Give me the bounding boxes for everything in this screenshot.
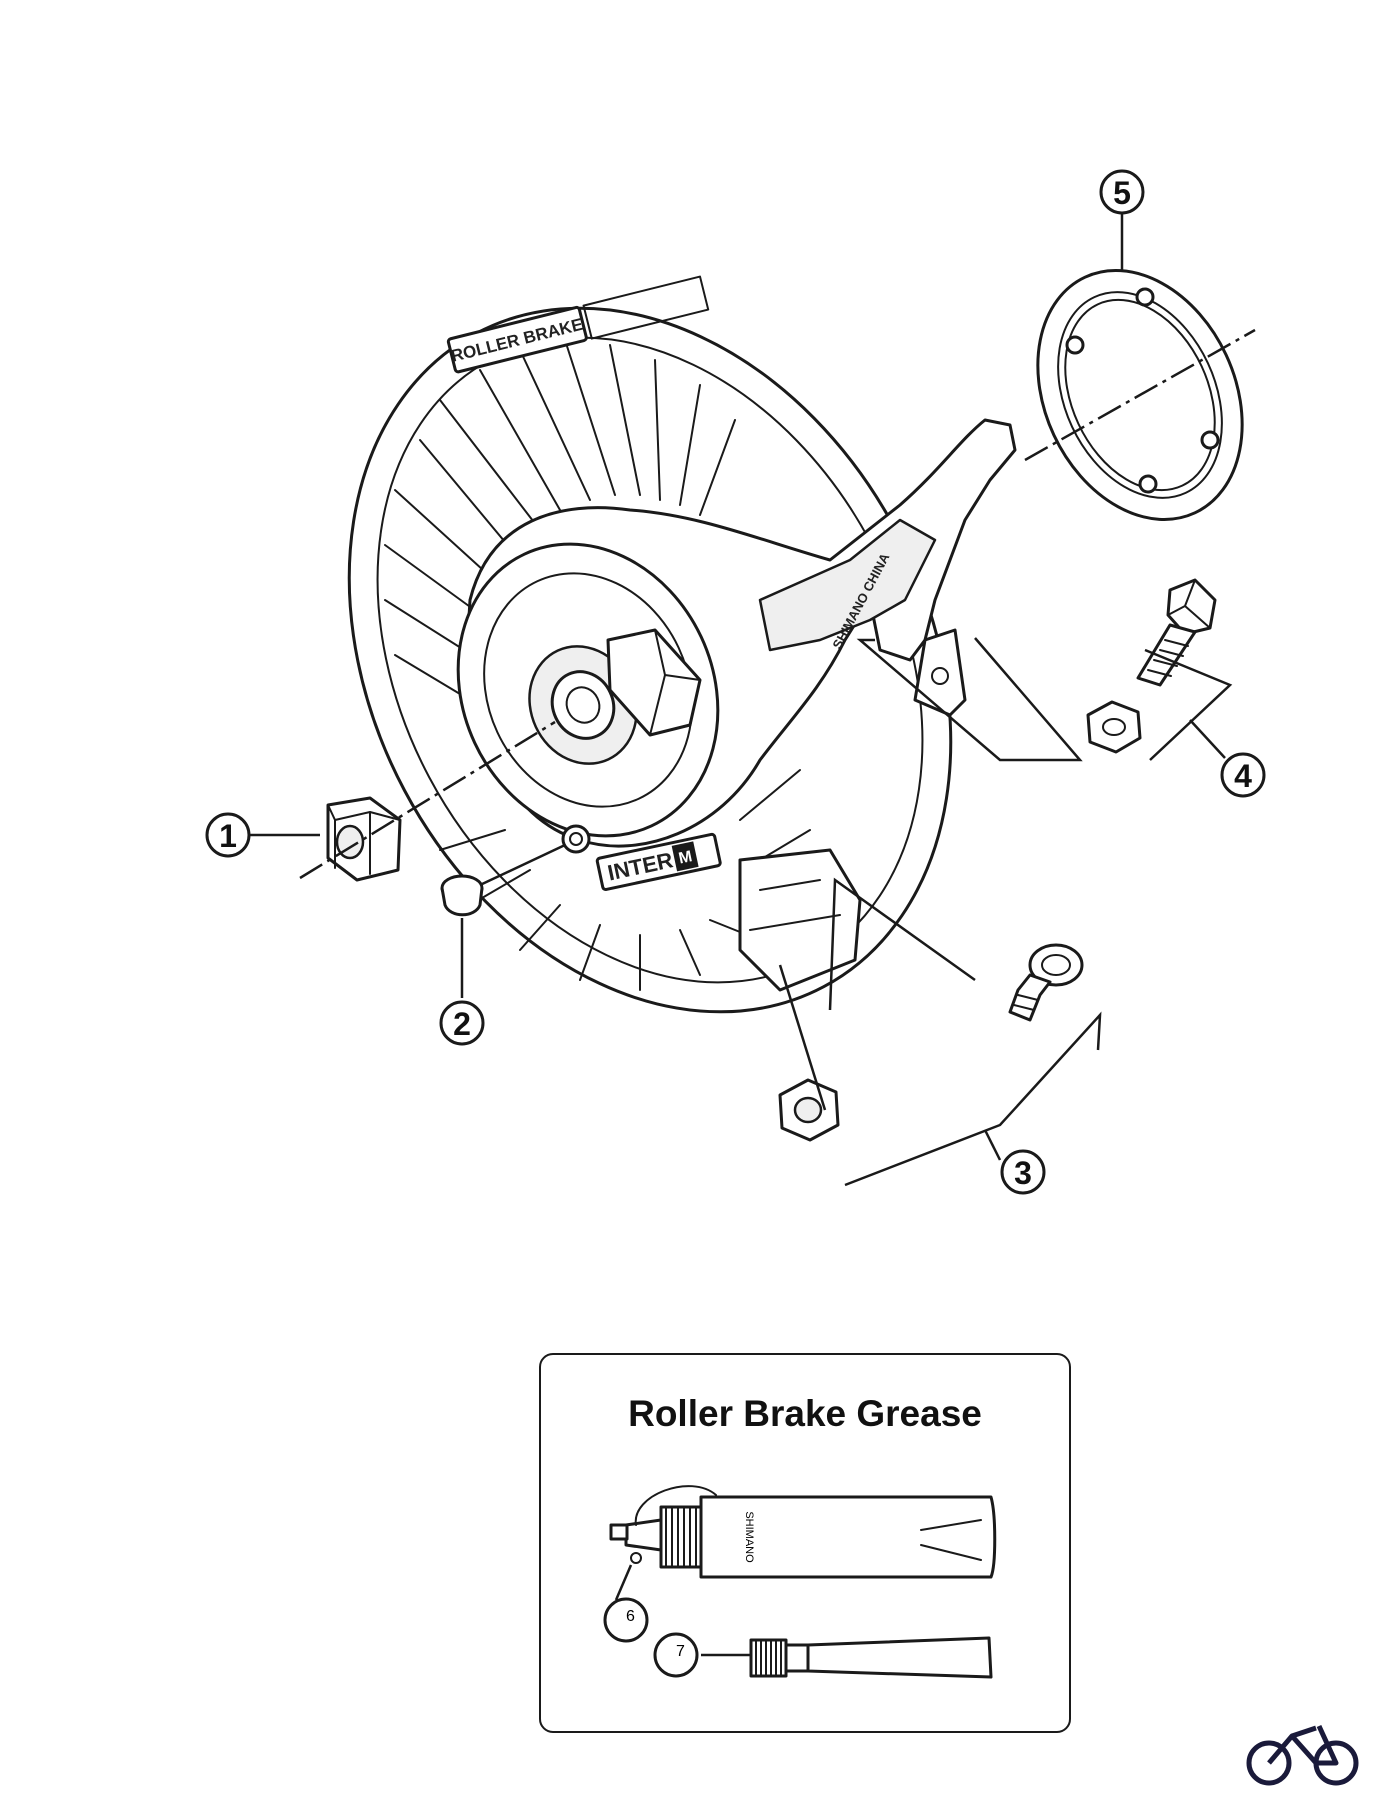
dust-cap [440,874,484,917]
callout-6: 6 [603,1597,649,1643]
callout-number: 3 [1014,1155,1032,1191]
grease-tube-large: SHIMANO [609,1485,997,1579]
callout-number: 4 [1234,758,1252,794]
callout-number: 2 [453,1006,471,1042]
callout-5: 5 [1099,169,1145,215]
bicycle-icon [1246,1724,1359,1786]
callout-2: 2 [439,1000,485,1046]
bottle-label: SHIMANO [743,1511,755,1563]
hub-label-badge: M [677,848,694,867]
callout-4: 4 [1220,752,1266,798]
brake-body: SHIMANO CHINA INTER M [456,418,1017,992]
callout-7: 7 [653,1632,699,1678]
callout-number: 1 [219,818,237,854]
grease-box: Roller Brake Grease SHIMANO 6 [539,1353,1071,1733]
fixing-bolt [1008,943,1084,1022]
callout-number: 5 [1113,175,1131,211]
grease-illustration: SHIMANO 6 7 [603,1485,997,1679]
arm-nut [1086,700,1142,754]
callout-3: 3 [1000,1149,1046,1195]
callout-number: 7 [676,1643,685,1660]
grease-box-title: Roller Brake Grease [628,1393,982,1434]
callout-1: 1 [205,812,251,858]
arm-bolt [1136,578,1217,687]
fixing-nut [778,1078,840,1142]
callout-number: 6 [626,1608,635,1625]
grease-tube-small [749,1636,993,1679]
